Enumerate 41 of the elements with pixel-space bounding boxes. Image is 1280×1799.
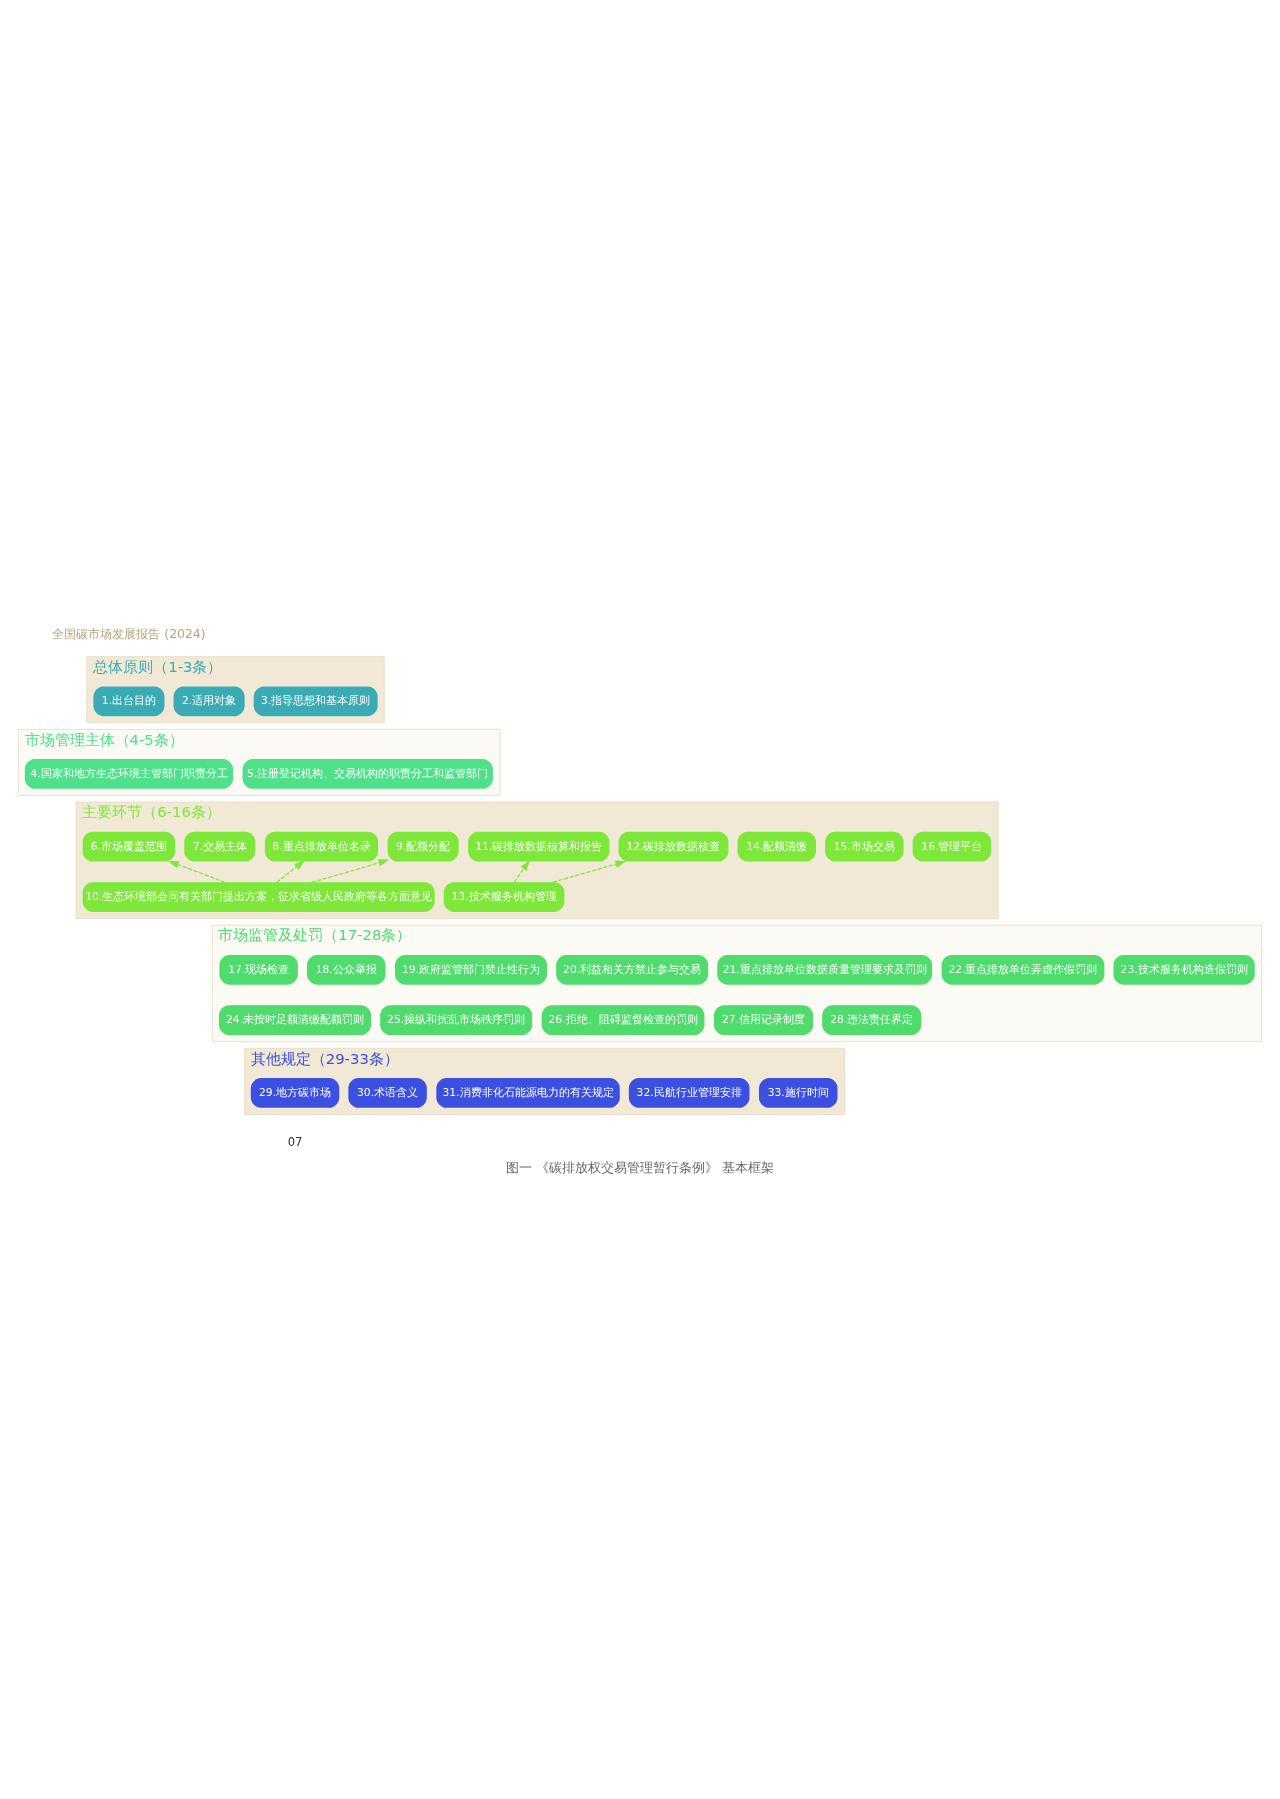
- node-box: 12.碳排放数据核查: [618, 831, 729, 862]
- node-box: 28.违法责任界定: [822, 1004, 922, 1035]
- node-box: 14.配额清缴: [737, 831, 816, 862]
- arrow: [552, 859, 627, 883]
- node-box: 13.技术服务机构管理: [443, 881, 565, 912]
- node-box: 32.民航行业管理安排: [628, 1077, 750, 1108]
- node-box: 25.操纵和扰乱市场秩序罚则: [380, 1004, 533, 1035]
- node-box: 3.指导思想和基本原则: [253, 685, 378, 716]
- node-box: 30.术语含义: [348, 1077, 427, 1108]
- node-box: 1.出台目的: [93, 685, 165, 716]
- node-box: 29.地方碳市场: [250, 1077, 340, 1108]
- node-box: 17.现场检查: [219, 954, 298, 985]
- arrow: [311, 858, 390, 883]
- node-box: 20.利益相关方禁止参与交易: [556, 954, 709, 985]
- node-box: 9.配额分配: [387, 831, 459, 862]
- node-box: 18.公众举报: [307, 954, 386, 985]
- node-box: 6.市场覆盖范围: [82, 831, 176, 862]
- node-box: 33.施行时间: [759, 1077, 838, 1108]
- node-box: 26.拒绝、阻碍监督检查的罚则: [541, 1004, 705, 1035]
- node-box: 4.国家和地方生态环境主管部门职责分工: [24, 758, 234, 789]
- node-box: 16.管理平台: [912, 831, 992, 862]
- label: 全国碳市场发展报告 (2024): [52, 625, 206, 641]
- node-box: 15.市场交易: [825, 831, 904, 862]
- node-box: 22.重点排放单位弄虚作假罚则: [941, 954, 1105, 985]
- node-box: 31.消费非化石能源电力的有关规定: [436, 1077, 620, 1108]
- node-box: 27.信用记录制度: [713, 1004, 814, 1035]
- node-box: 11.碳排放数据核算和报告: [468, 831, 610, 862]
- node-box: 10.生态环境部会同有关部门提出方案，征求省级人民政府等各方面意见: [82, 881, 435, 912]
- node-box: 21.重点排放单位数据质量管理要求及罚则: [717, 954, 933, 985]
- arrow: [168, 860, 226, 883]
- arrow: [513, 859, 530, 883]
- node-box: 24.未按时足额清缴配额罚则: [219, 1004, 372, 1035]
- node-box: 5.注册登记机构、交易机构的职责分工和监管部门: [242, 758, 493, 789]
- node-box: 2.适用对象: [173, 685, 245, 716]
- arrow: [276, 860, 305, 883]
- node-box: 7.交易主体: [184, 831, 256, 862]
- caption: 图一 《碳排放权交易管理暂行条例》 基本框架: [505, 1159, 775, 1175]
- node-box: 8.重点排放单位名录: [264, 831, 379, 862]
- label: 07: [287, 1134, 303, 1149]
- node-box: 19.政府监管部门禁止性行为: [395, 954, 548, 985]
- node-box: 23.技术服务机构造假罚则: [1113, 954, 1255, 985]
